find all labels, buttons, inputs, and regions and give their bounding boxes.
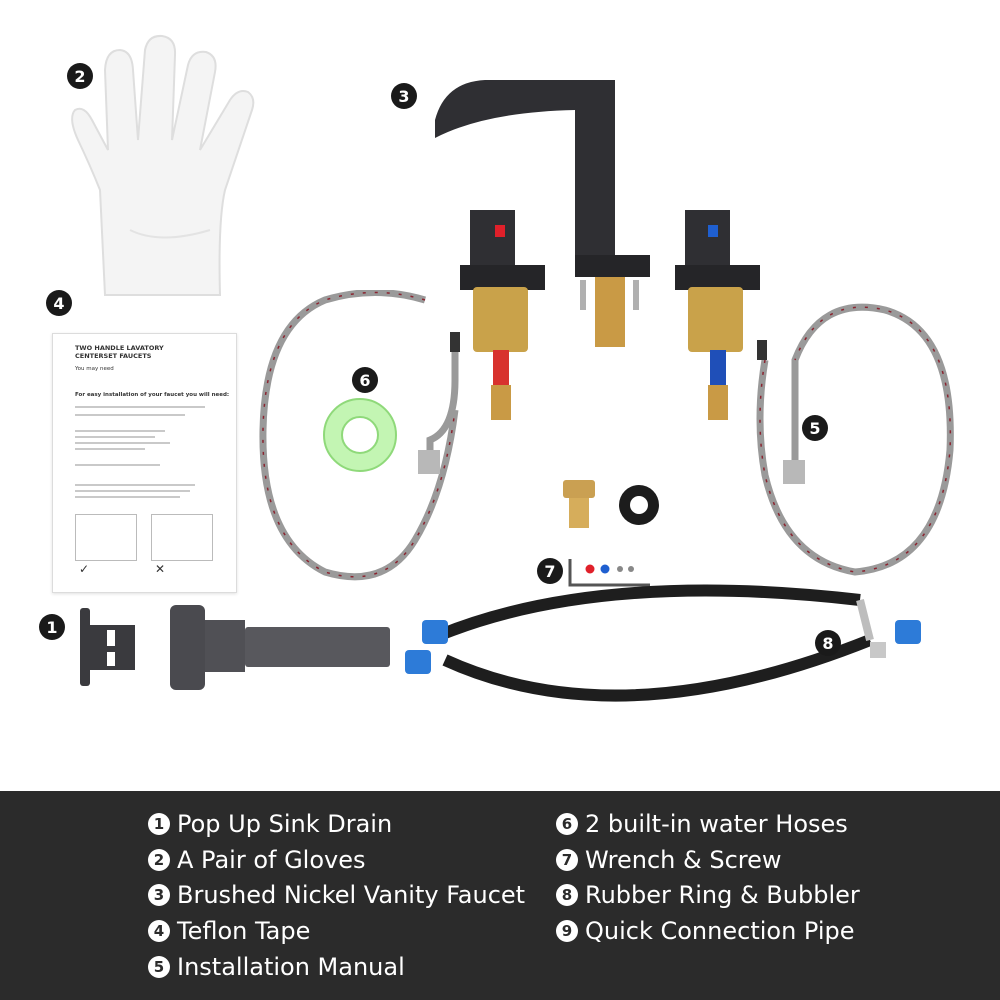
legend-text-7: Wrench & Screw (585, 846, 782, 874)
legend-number-8: 8 (556, 884, 578, 906)
legend-number-6: 6 (556, 813, 578, 835)
legend-number-5: 5 (148, 956, 170, 978)
gloves-image (71, 34, 255, 296)
legend-text-4: Teflon Tape (177, 917, 311, 945)
callout-badge-4: 4 (46, 290, 72, 316)
teflon-tape-image (323, 398, 397, 472)
callout-badge-6: 6 (352, 367, 378, 393)
callout-badge-5: 5 (802, 415, 828, 441)
manual-check-icon: ✓ (79, 562, 90, 576)
wrench-and-screws-image (568, 559, 650, 587)
quick-connection-pipe-image (405, 584, 921, 702)
legend-number-2: 2 (148, 849, 170, 871)
manual-easy-install: For easy installation of your faucet you… (75, 392, 230, 398)
manual-title-line-1: TWO HANDLE LAVATORY (75, 344, 164, 352)
legend-text-6: 2 built-in water Hoses (585, 810, 848, 838)
legend-number-9: 9 (556, 920, 578, 942)
legend-text-8: Rubber Ring & Bubbler (585, 881, 860, 909)
manual-cross-icon: ✕ (155, 562, 166, 576)
legend-item-2: 2 A Pair of Gloves (148, 845, 366, 875)
legend-panel: 1 Pop Up Sink Drain 2 A Pair of Gloves 3 Br… (0, 791, 1000, 1000)
legend-item-9: 9 Quick Connection Pipe (556, 916, 855, 946)
manual-title-line-2: CENTERSET FAUCETS (75, 352, 152, 360)
right-water-hose-image (756, 303, 954, 576)
legend-item-3: 3 Brushed Nickel Vanity Faucet (148, 880, 525, 910)
legend-item-6: 6 2 built-in water Hoses (556, 809, 848, 839)
callout-badge-1: 1 (39, 614, 65, 640)
pop-up-drain-image (80, 605, 390, 690)
legend-number-3: 3 (148, 884, 170, 906)
callout-badge-3: 3 (391, 83, 417, 109)
legend-text-3: Brushed Nickel Vanity Faucet (177, 881, 526, 909)
legend-number-1: 1 (148, 813, 170, 835)
hot-valve-image (460, 210, 545, 420)
cold-valve-image (675, 210, 760, 420)
manual-diagram-left (75, 514, 137, 561)
legend-number-4: 4 (148, 920, 170, 942)
faucet-image (435, 80, 650, 347)
bubbler-image (563, 480, 659, 528)
callout-badge-2: 2 (67, 63, 93, 89)
manual-you-may-need: You may need (75, 366, 114, 372)
legend-item-8: 8 Rubber Ring & Bubbler (556, 880, 860, 910)
legend-item-4: 4 Teflon Tape (148, 916, 310, 946)
callout-badge-7: 7 (537, 558, 563, 584)
manual-diagram-right (151, 514, 213, 561)
legend-number-7: 7 (556, 849, 578, 871)
legend-text-5: Installation Manual (177, 953, 405, 981)
callout-badge-8: 8 (815, 630, 841, 656)
legend-text-9: Quick Connection Pipe (585, 917, 855, 945)
legend-item-5: 5 Installation Manual (148, 952, 405, 982)
legend-item-1: 1 Pop Up Sink Drain (148, 809, 392, 839)
legend-item-7: 7 Wrench & Screw (556, 845, 782, 875)
legend-text-1: Pop Up Sink Drain (177, 810, 393, 838)
legend-text-2: A Pair of Gloves (177, 846, 366, 874)
left-water-hose-image (259, 290, 460, 581)
